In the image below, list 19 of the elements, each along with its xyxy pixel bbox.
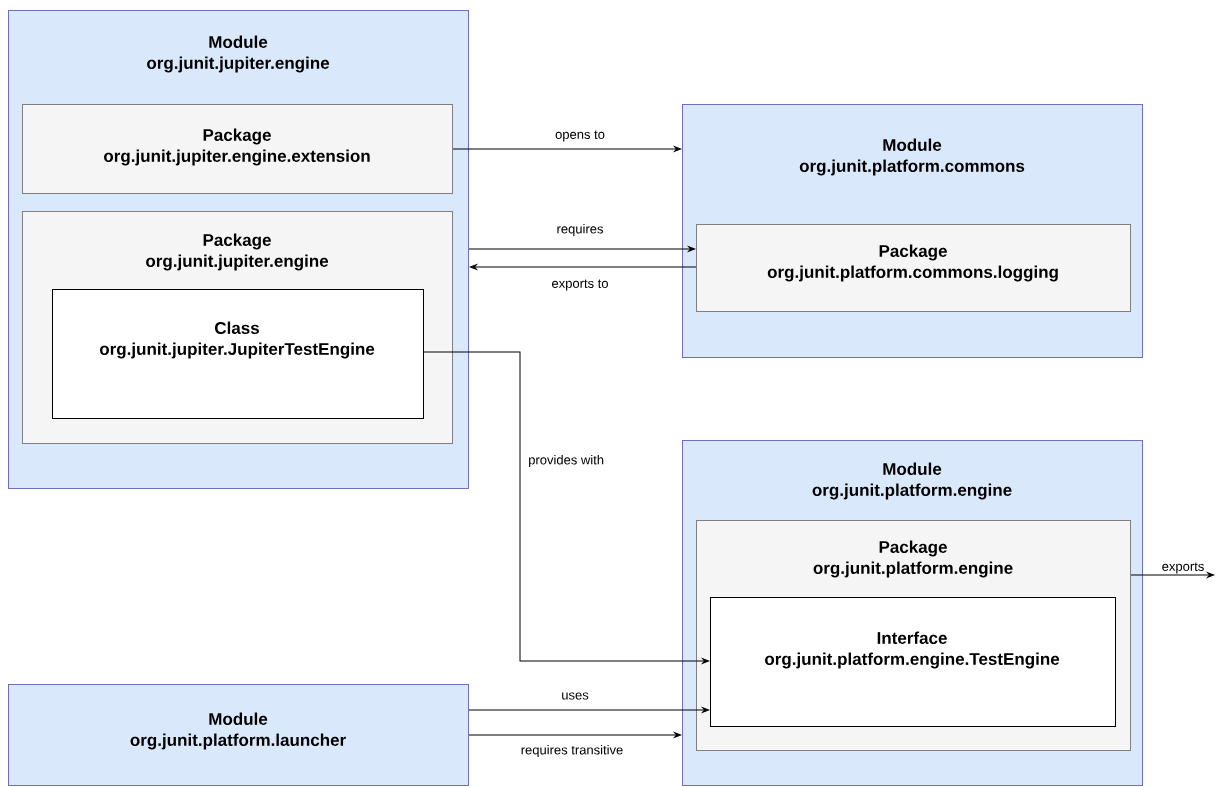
arrow [468, 732, 682, 738]
edge-label: requires transitive [521, 744, 623, 758]
package-box: Package org.junit.jupiter.engine.extension [22, 104, 453, 194]
edge-label: opens to [555, 130, 605, 142]
class-box: Class org.junit.jupiter.JupiterTestEngine [52, 289, 424, 419]
edge-label: exports to [552, 279, 608, 291]
arrow [468, 246, 696, 252]
edge-label: provides with [529, 454, 604, 468]
arrow [423, 351, 710, 664]
package-box: Package org.junit.platform.commons.logging [696, 224, 1131, 312]
arrow [1130, 572, 1215, 578]
arrow [469, 264, 697, 270]
class-box: Interface org.junit.platform.engine.TestEngine [710, 597, 1116, 727]
edge-label: uses [562, 692, 589, 700]
arrow [452, 146, 682, 152]
edge-label: exports [1162, 562, 1204, 574]
module-box: Module org.junit.platform.launcher [8, 684, 469, 786]
arrow [468, 707, 710, 713]
edge-label: requires [557, 223, 603, 237]
